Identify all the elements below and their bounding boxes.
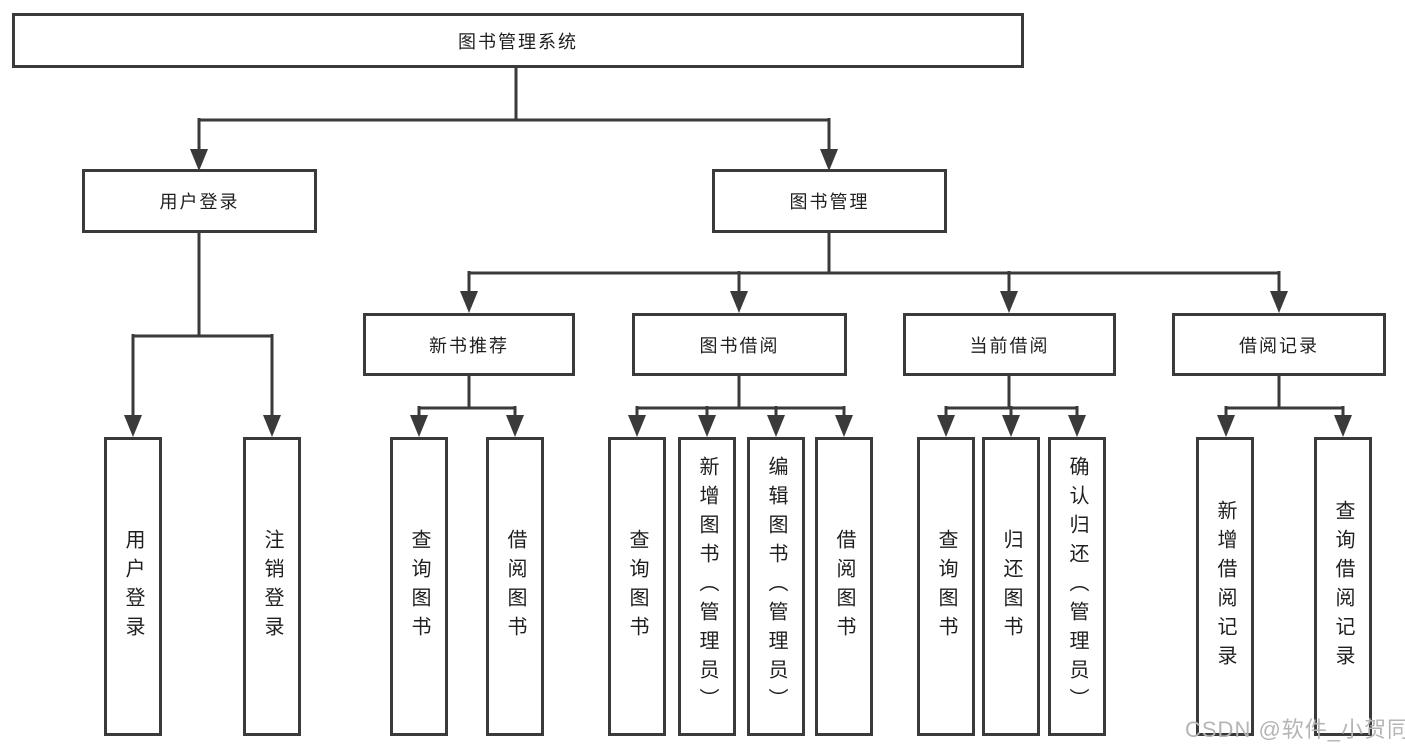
leaf-edit-books-admin-label: 编辑图书（管理员） (765, 456, 787, 717)
leaf-query-borrow-record-label: 查询借阅记录 (1332, 499, 1354, 674)
leaf-logout: 注销登录 (243, 437, 301, 736)
leaf-query-books-borrowing-label: 查询图书 (626, 528, 648, 645)
leaf-query-borrow-record: 查询借阅记录 (1314, 437, 1372, 736)
leaf-user-login-label: 用户登录 (122, 528, 144, 645)
leaf-borrow-books-label: 借阅图书 (833, 528, 855, 645)
node-user-login: 用户登录 (82, 169, 317, 233)
leaf-borrow-books: 借阅图书 (815, 437, 873, 736)
node-borrowing-records: 借阅记录 (1172, 313, 1386, 376)
node-current-borrowing-label: 当前借阅 (969, 335, 1050, 356)
node-book-management: 图书管理 (712, 169, 947, 233)
node-new-book-recommend: 新书推荐 (363, 313, 575, 376)
csdn-watermark: CSDN @软件_小贺同学 (1185, 717, 1405, 742)
leaf-borrow-books-recommend-label: 借阅图书 (504, 528, 526, 645)
leaf-user-login: 用户登录 (104, 437, 162, 736)
node-borrowing-records-label: 借阅记录 (1239, 335, 1319, 356)
leaf-add-borrow-record-label: 新增借阅记录 (1214, 499, 1236, 674)
node-new-book-recommend-label: 新书推荐 (429, 335, 509, 356)
arrowheads (124, 149, 1352, 437)
node-root-label: 图书管理系统 (458, 31, 578, 52)
leaf-add-books-admin: 新增图书（管理员） (678, 437, 736, 736)
leaf-add-books-admin-label: 新增图书（管理员） (696, 456, 718, 717)
node-root: 图书管理系统 (12, 13, 1024, 68)
leaf-borrow-books-recommend: 借阅图书 (486, 437, 544, 736)
leaf-query-books-current-label: 查询图书 (935, 528, 957, 645)
node-book-borrowing: 图书借阅 (632, 313, 847, 376)
leaf-edit-books-admin: 编辑图书（管理员） (747, 437, 805, 736)
leaf-return-books-label: 归还图书 (1000, 528, 1022, 645)
node-user-login-label: 用户登录 (159, 192, 240, 212)
leaf-confirm-return-admin: 确认归还（管理员） (1048, 437, 1106, 736)
node-current-borrowing: 当前借阅 (903, 313, 1116, 376)
leaf-confirm-return-admin-label: 确认归还（管理员） (1066, 456, 1088, 717)
leaf-return-books: 归还图书 (982, 437, 1040, 736)
leaf-add-borrow-record: 新增借阅记录 (1196, 437, 1254, 736)
leaf-logout-label: 注销登录 (261, 528, 283, 645)
node-book-borrowing-label: 图书借阅 (699, 335, 780, 356)
leaf-query-books-borrowing: 查询图书 (608, 437, 666, 736)
leaf-query-books-current: 查询图书 (917, 437, 975, 736)
leaf-query-books-recommend-label: 查询图书 (408, 528, 430, 645)
leaf-query-books-recommend: 查询图书 (390, 437, 448, 736)
node-book-management-label: 图书管理 (789, 192, 870, 212)
